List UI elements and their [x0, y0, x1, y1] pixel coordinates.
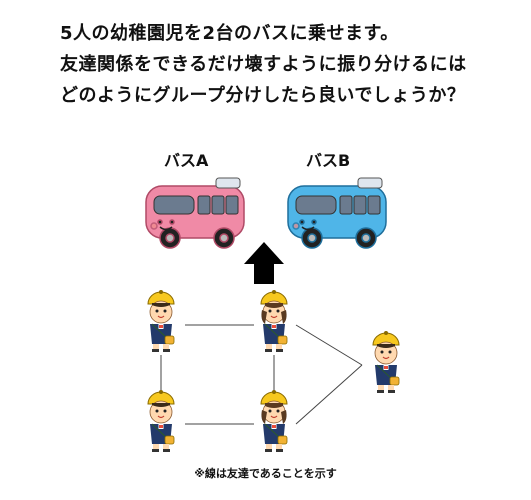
up-arrow-icon [244, 242, 284, 284]
child-c5-girl-icon [260, 389, 288, 453]
legend-note: ※線は友達であることを示す [194, 467, 337, 480]
bus-b-icon [287, 177, 387, 249]
question-text: 5人の幼稚園児を2台のバスに乗せます。 友達関係をできるだけ壊すように振り分ける… [60, 18, 520, 111]
edge-c5-c3 [295, 364, 363, 425]
bus-a-label: バスA [164, 151, 209, 170]
question-line-3: どのようにグループ分けしたら良いでしょうか？ [60, 85, 466, 106]
friendship-edges [160, 324, 363, 425]
bus-a-icon [145, 177, 245, 249]
question-line-2: 友達関係をできるだけ壊すように振り分けるには [60, 54, 467, 75]
child-c3-boy-icon [372, 330, 400, 394]
child-c2-girl-icon [260, 289, 288, 353]
bus-a-body [145, 177, 245, 249]
child-c4-boy-icon [147, 389, 175, 453]
bus-b-label: バスB [306, 151, 351, 170]
child-c1-boy-icon [147, 289, 175, 353]
edge-c2-c3 [295, 324, 363, 366]
bus-b-body [287, 177, 387, 249]
question-line-1: 5人の幼稚園児を2台のバスに乗せます。 [60, 23, 399, 44]
